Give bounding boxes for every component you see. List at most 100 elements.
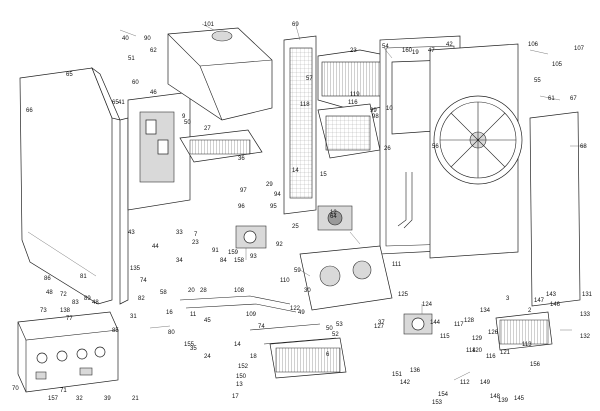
- callout-23: 23: [350, 48, 357, 54]
- callout-7: 7: [194, 232, 198, 238]
- callout-12: 12: [330, 210, 337, 216]
- callout-74: 74: [258, 324, 265, 330]
- callout-156: 156: [530, 362, 541, 368]
- callout-154: 154: [438, 392, 449, 398]
- callout-112: 112: [460, 380, 470, 386]
- callout-64: 64: [330, 214, 337, 220]
- callout-128: 128: [464, 318, 475, 324]
- callout-92: 92: [276, 242, 283, 248]
- base-tray: [269, 337, 347, 379]
- rear-frame: [127, 91, 191, 211]
- callout-24: 24: [204, 354, 211, 360]
- callout-149: 149: [480, 380, 491, 386]
- callout-52: 52: [332, 332, 339, 338]
- callout-60: 60: [132, 80, 139, 86]
- callout-16: 16: [166, 310, 173, 316]
- right-side-panel: [529, 111, 581, 307]
- callout-84: 84: [220, 258, 227, 264]
- callout-155: 155: [184, 342, 195, 348]
- callout-35: 35: [190, 346, 197, 352]
- callout-153: 153: [432, 400, 443, 406]
- callout-115: 115: [440, 334, 450, 340]
- callout-69: 69: [292, 22, 299, 28]
- callout-2: 2: [528, 308, 532, 314]
- callout-144: 144: [430, 320, 441, 326]
- callout-34: 34: [176, 258, 183, 264]
- diverter-valve: [403, 313, 433, 335]
- pipework: [179, 172, 413, 345]
- callout-145: 145: [514, 396, 525, 402]
- plate-heat-exchanger: [495, 311, 553, 351]
- callout-106: 106: [528, 42, 539, 48]
- callout-32: 32: [76, 396, 83, 402]
- callout-51: 51: [128, 56, 135, 62]
- callout-117: 117: [454, 322, 464, 328]
- callout-53: 53: [336, 322, 343, 328]
- callout-50: 50: [326, 326, 333, 332]
- callout-124: 124: [422, 302, 433, 308]
- callout-68: 68: [580, 144, 587, 150]
- callout-43: 43: [128, 230, 135, 236]
- callout-97: 97: [240, 188, 247, 194]
- callout-26: 26: [384, 146, 391, 152]
- callout-148: 148: [490, 394, 501, 400]
- callout-125: 125: [398, 292, 409, 298]
- callout-11: 11: [190, 312, 197, 318]
- callout-82: 82: [138, 296, 145, 302]
- callout-20: 20: [188, 288, 195, 294]
- fan-housing: [167, 27, 273, 121]
- callout-152: 152: [238, 364, 249, 370]
- callout-107: 107: [574, 46, 585, 52]
- callout-65: 65: [112, 100, 119, 106]
- callout-61: 61: [548, 96, 555, 102]
- expansion-vessel: [429, 43, 523, 259]
- side-panel: [119, 117, 129, 305]
- callout-31: 31: [130, 314, 137, 320]
- callout-42: 42: [446, 42, 453, 48]
- callout-99: 99: [370, 108, 377, 114]
- callout-90: 90: [144, 36, 151, 42]
- callout-108: 108: [234, 288, 245, 294]
- callout-157: 157: [48, 396, 59, 402]
- callout-139: 139: [498, 398, 509, 404]
- callout-54: 54: [382, 44, 389, 50]
- callout-14: 14: [234, 342, 241, 348]
- callout-45: 45: [204, 318, 211, 324]
- control-panel: [17, 311, 119, 393]
- callout-136: 136: [410, 368, 421, 374]
- callout-134: 134: [480, 308, 491, 314]
- callout-15: 15: [320, 172, 327, 178]
- callout-120: 120: [472, 348, 483, 354]
- callout-67: 67: [570, 96, 577, 102]
- callout-119: 119: [350, 92, 360, 98]
- callout-65: 65: [66, 72, 73, 78]
- callout-37: 37: [378, 320, 385, 326]
- callout-146: 146: [550, 302, 561, 308]
- burner: [179, 129, 263, 163]
- callout-9: 9: [182, 114, 186, 120]
- callout-98: 98: [372, 114, 379, 120]
- callout-50: 50: [184, 120, 191, 126]
- callout-23: 23: [192, 240, 199, 246]
- callout-109: 109: [246, 312, 257, 318]
- callout-122: 122: [290, 306, 301, 312]
- callout-95: 95: [270, 204, 277, 210]
- callout-160: 160: [402, 48, 413, 54]
- callout-77: 77: [66, 316, 73, 322]
- callout-113: 113: [522, 342, 532, 348]
- callout-138: 138: [60, 308, 71, 314]
- callout-85: 85: [112, 328, 119, 334]
- heat-exchanger: [283, 35, 411, 215]
- callout-3: 3: [506, 296, 510, 302]
- callout-59: 59: [294, 268, 301, 274]
- callout-110: 110: [280, 278, 290, 284]
- callout-33: 33: [176, 230, 183, 236]
- callout-81: 81: [80, 274, 87, 280]
- callout-121: 121: [500, 350, 511, 356]
- callout-89: 89: [84, 296, 91, 302]
- callout-116: 116: [348, 100, 358, 106]
- callout-105: 105: [552, 62, 563, 68]
- callout-70: 70: [12, 386, 19, 392]
